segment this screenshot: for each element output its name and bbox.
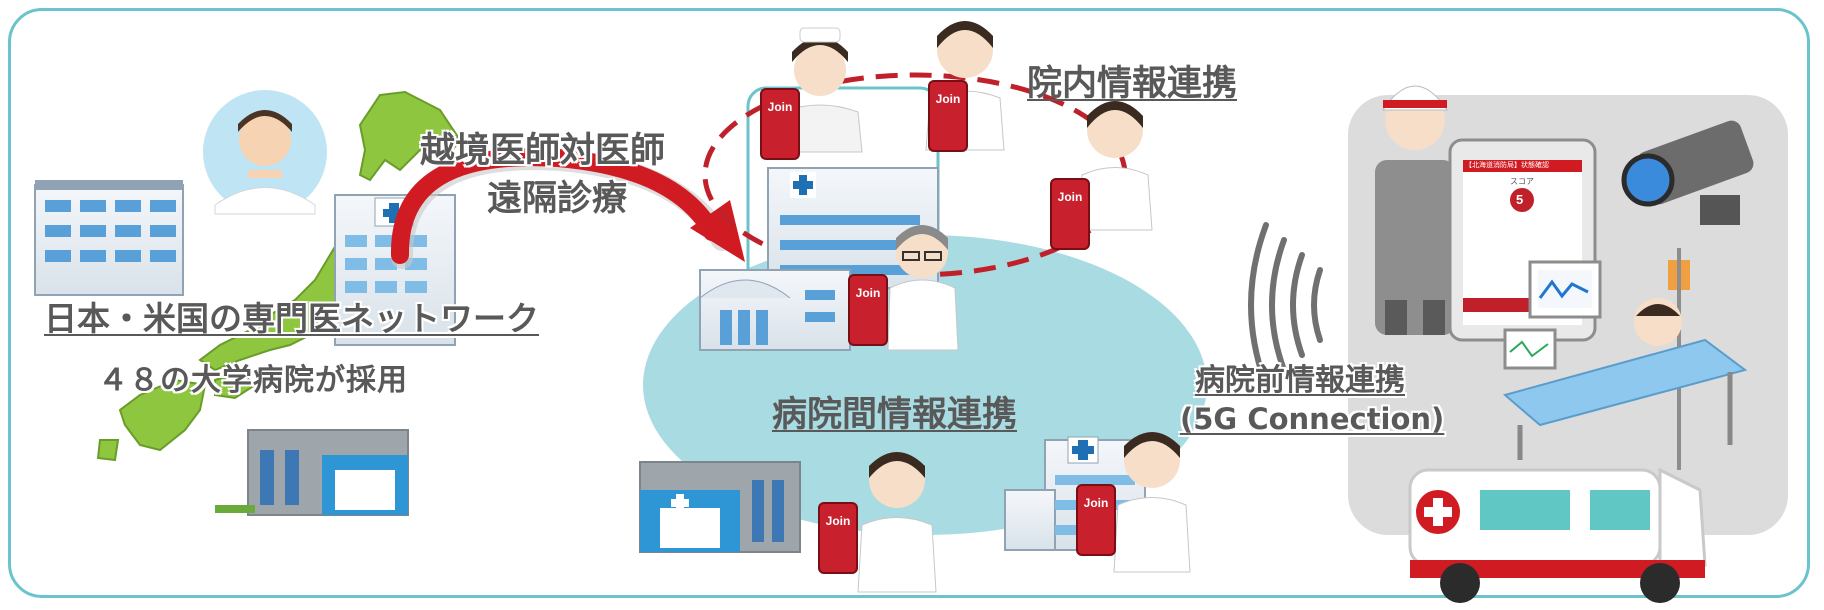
smartphone-icon: Join [818, 502, 858, 574]
hospital-building-icon [215, 429, 409, 516]
smartphone-icon: Join [1050, 178, 1090, 250]
join-app-label: Join [1083, 496, 1109, 510]
cross-border-arrow [390, 148, 745, 269]
tablet-title: 【北海道消防局】状態確認 [1465, 161, 1549, 169]
pre-hospital-label: 病院前情報連携 [1195, 363, 1405, 398]
inter-hospital-label: 病院間情報連携 [772, 395, 1018, 435]
tablet-step: 5 [1516, 192, 1524, 207]
join-app-label: Join [1057, 190, 1083, 204]
five-g-label: (5G Connection) [1180, 402, 1445, 436]
paramedic-icon [1375, 85, 1455, 335]
japan-us-network-label: 日本・米国の専門医ネットワーク [44, 299, 539, 338]
hospital-building-icon [34, 180, 184, 296]
doctor-figure-icon [887, 225, 959, 351]
cross-border-label-line1: 越境医師対医師 [420, 131, 666, 171]
doctor-figure-icon [1113, 432, 1191, 573]
hospital-building-icon [334, 194, 456, 346]
tablet-header: スコア [1510, 177, 1534, 186]
join-app-label: Join [935, 92, 961, 106]
signal-waves-icon [1248, 222, 1323, 388]
hospital-building-icon [639, 461, 801, 553]
patient-bed-icon [1502, 298, 1748, 460]
cross-border-label-line2: 遠隔診療 [487, 179, 628, 219]
doctor-figure-icon [1077, 101, 1153, 231]
join-app-label: Join [767, 100, 793, 114]
doctor-figure-icon [857, 452, 937, 593]
ambulance-icon [1408, 467, 1707, 603]
adopted-48-label: ４８の大学病院が採用 [98, 363, 408, 398]
smartphone-icon: Join [928, 80, 968, 152]
monitor-icon [1503, 248, 1690, 470]
diagram-frame [8, 8, 1810, 598]
in-hospital-label: 院内情報連携 [1027, 64, 1238, 104]
security-camera-icon [1621, 120, 1754, 225]
join-app-label: Join [855, 286, 881, 300]
smartphone-icon: Join [760, 88, 800, 160]
doctor-avatar-icon [203, 90, 327, 215]
smartphone-icon: Join [1076, 484, 1116, 556]
join-app-label: Join [825, 514, 851, 528]
smartphone-icon: Join [848, 274, 888, 346]
